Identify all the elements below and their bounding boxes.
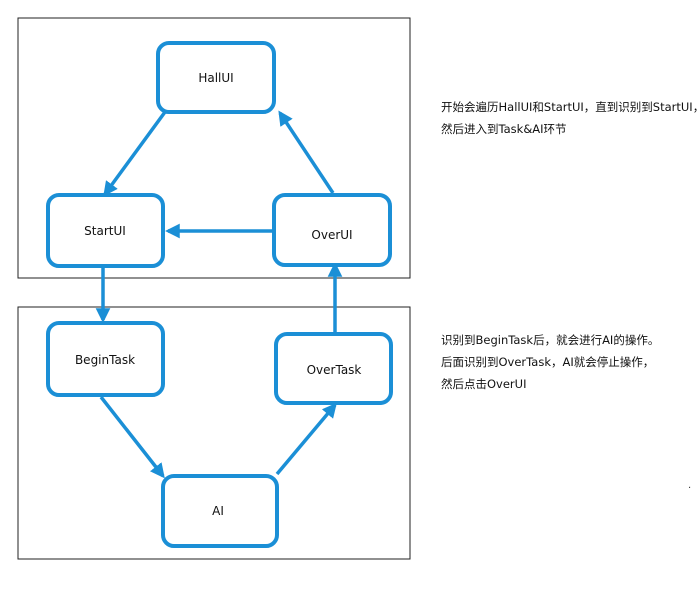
edge-begin-to-ai xyxy=(99,395,165,479)
bottom-group-frame xyxy=(17,306,411,560)
edge-hall-to-start xyxy=(103,110,167,197)
top-group-frame xyxy=(17,17,411,279)
note-bottom-line-2: 后面识别到OverTask，AI就会停止操作， xyxy=(441,355,655,369)
node-overtask: OverTask xyxy=(274,332,393,405)
note-top-line-2: 然后进入到Task&AI环节 xyxy=(441,122,567,136)
node-begintask: BeginTask xyxy=(46,321,165,397)
note-bottom-line-1: 识别到BeginTask后，就会进行AI的操作。 xyxy=(441,333,660,347)
note-bottom-line-3: 然后点击OverUI xyxy=(441,377,527,391)
node-ai-label: AI xyxy=(212,504,224,518)
node-begintask-label: BeginTask xyxy=(75,353,135,367)
node-ai: AI xyxy=(161,474,279,548)
edge-over-to-hall xyxy=(278,110,335,194)
edge-ai-to-overtask xyxy=(275,402,337,476)
node-hallui-label: HallUI xyxy=(198,71,233,85)
note-top-line-1: 开始会遍历HallUI和StartUI，直到识别到StartUI， xyxy=(441,100,700,114)
node-overui-label: OverUI xyxy=(311,228,352,242)
node-hallui: HallUI xyxy=(156,41,276,114)
note-bottom: 识别到BeginTask后，就会进行AI的操作。 后面识别到OverTask，A… xyxy=(441,329,659,395)
node-startui-label: StartUI xyxy=(84,224,126,238)
stray-mark: . xyxy=(688,480,692,491)
node-startui: StartUI xyxy=(46,193,165,268)
node-overtask-label: OverTask xyxy=(307,363,362,377)
node-overui: OverUI xyxy=(272,193,392,267)
note-top: 开始会遍历HallUI和StartUI，直到识别到StartUI， 然后进入到T… xyxy=(441,96,700,140)
